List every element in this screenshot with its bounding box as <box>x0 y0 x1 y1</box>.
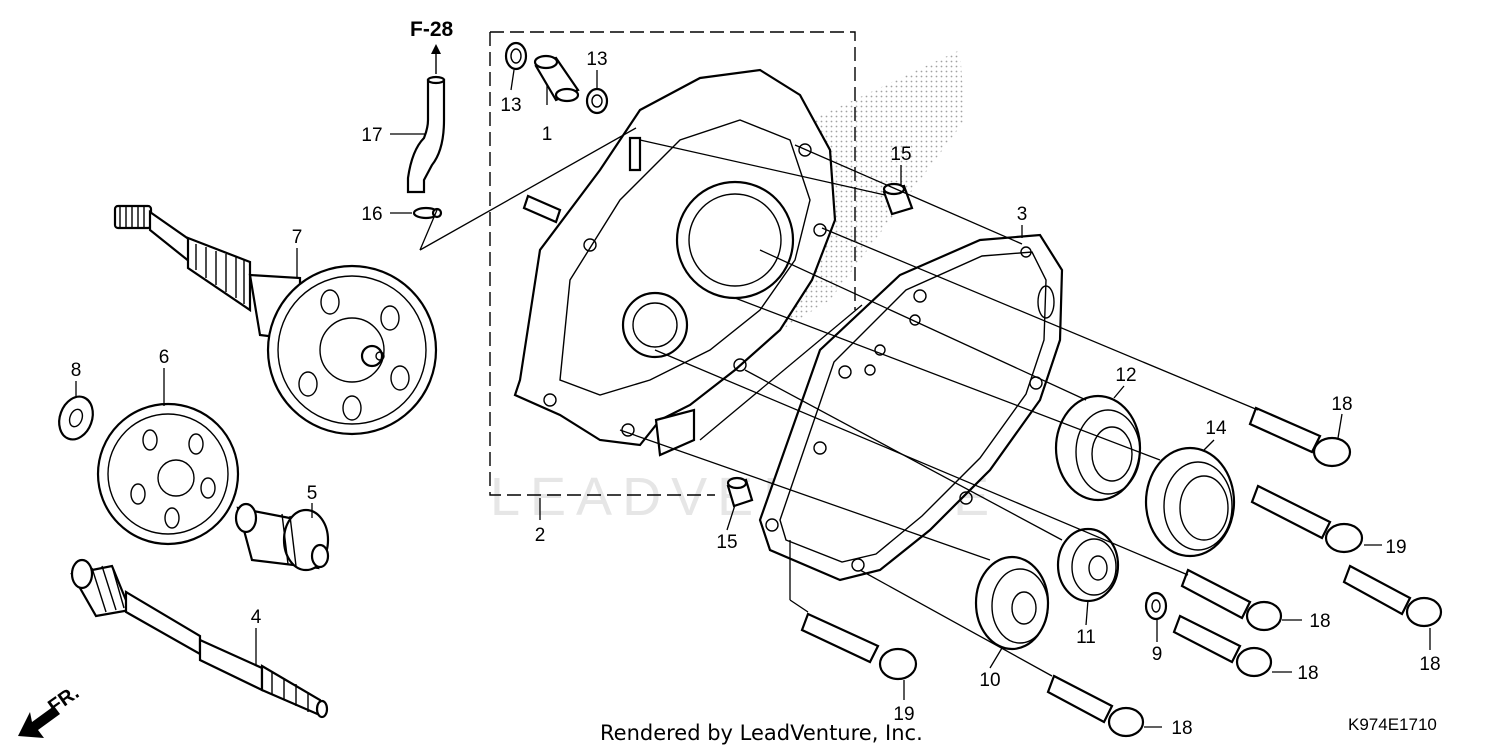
callout-15-lower: 15 <box>716 532 737 553</box>
callout-18-e: 18 <box>1171 718 1192 739</box>
oil-seal-part <box>504 41 528 71</box>
bolt-part-6 <box>1046 674 1145 738</box>
clip-part <box>412 206 443 220</box>
bolt-part-7 <box>800 612 918 681</box>
transmission-case-part <box>513 68 837 457</box>
callout-13-seal-upper: 13 <box>586 49 607 70</box>
final-shaft-gear-part <box>113 204 438 436</box>
counter-gear-part <box>96 402 240 546</box>
callout-19-b: 19 <box>893 704 914 725</box>
render-credit: Rendered by LeadVenture, Inc. <box>600 721 923 745</box>
bolt-part-2 <box>1250 484 1364 554</box>
bolt-part-3 <box>1342 564 1443 628</box>
bolt-part-5 <box>1172 614 1273 678</box>
bolt-part-4 <box>1180 568 1283 632</box>
bearing-11-part <box>1056 527 1120 603</box>
callout-16: 16 <box>361 204 382 225</box>
reference-label: F-28 <box>410 18 454 41</box>
bearing-10-part <box>974 555 1050 651</box>
callout-14: 14 <box>1205 418 1227 439</box>
callout-17: 17 <box>361 125 382 146</box>
leader-lines <box>75 69 1431 728</box>
front-direction-indicator: FR. <box>18 682 83 738</box>
washer-part <box>58 395 94 441</box>
callout-7: 7 <box>292 227 303 248</box>
callout-9: 9 <box>1152 644 1163 665</box>
callout-18-a: 18 <box>1331 394 1352 415</box>
callout-2: 2 <box>535 525 546 546</box>
pinion-part <box>234 502 330 572</box>
callout-12: 12 <box>1115 365 1136 386</box>
collar-part <box>533 54 580 103</box>
callout-10: 10 <box>979 670 1000 691</box>
diagram-code: K974E1710 <box>1348 715 1437 734</box>
drive-shaft-part <box>70 558 329 719</box>
callout-11: 11 <box>1076 627 1096 648</box>
callout-18-c: 18 <box>1297 663 1318 684</box>
callout-1: 1 <box>542 124 553 145</box>
callout-15-upper: 15 <box>890 144 911 165</box>
callouts: F-28 1 2 3 4 5 6 7 8 9 10 11 12 13 13 14… <box>71 18 1441 739</box>
oil-seal-part-2 <box>585 87 609 115</box>
callout-5: 5 <box>307 483 318 504</box>
oil-seal-14-part <box>1144 446 1236 558</box>
dowel-pin-part-2 <box>726 476 754 508</box>
callout-4: 4 <box>251 607 262 628</box>
callout-6: 6 <box>159 347 170 368</box>
callout-8: 8 <box>71 360 82 381</box>
bolt-part-1 <box>1248 406 1352 468</box>
gasket-part <box>758 233 1064 582</box>
callout-18-b: 18 <box>1309 611 1330 632</box>
washer-9-part <box>1144 591 1168 621</box>
callout-3: 3 <box>1017 204 1028 225</box>
callout-18-d: 18 <box>1419 654 1440 675</box>
callout-19-a: 19 <box>1385 537 1406 558</box>
case-group-box <box>489 31 856 496</box>
bearing-12-part <box>1054 394 1142 502</box>
hose-part <box>406 44 446 194</box>
callout-13-seal: 13 <box>500 95 521 116</box>
